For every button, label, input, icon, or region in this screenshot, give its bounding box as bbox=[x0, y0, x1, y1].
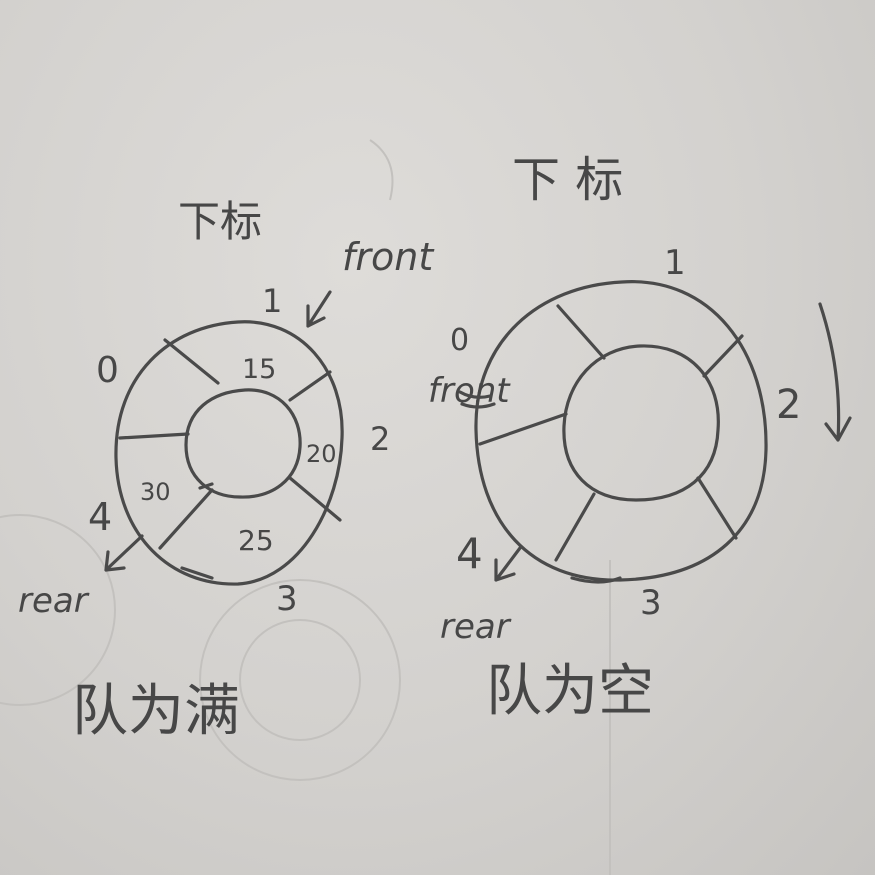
value-slot-4: 30 bbox=[140, 478, 171, 506]
index-0: 0 bbox=[96, 350, 119, 391]
front-label: front bbox=[342, 235, 435, 279]
empty-index-4: 4 bbox=[456, 529, 483, 578]
index-2: 2 bbox=[370, 420, 390, 458]
empty-queue-outer-ring bbox=[474, 280, 768, 582]
front-scribble bbox=[458, 390, 496, 409]
full-queue-values: 15 20 25 30 bbox=[140, 354, 337, 557]
empty-divider-slot-1-2 bbox=[702, 334, 744, 378]
front-arrow bbox=[306, 290, 332, 328]
empty-index-2: 2 bbox=[776, 382, 801, 428]
full-queue-title: 下标 bbox=[178, 197, 262, 246]
empty-divider-slot-0-1 bbox=[556, 304, 606, 360]
value-slot-2: 20 bbox=[306, 440, 337, 468]
index-1: 1 bbox=[262, 282, 282, 320]
full-queue-inner-ring bbox=[184, 388, 302, 499]
empty-index-1: 1 bbox=[664, 243, 686, 283]
rear-arrow bbox=[104, 534, 144, 572]
empty-index-0: 0 bbox=[450, 323, 469, 358]
full-queue-caption: 队为满 bbox=[72, 679, 240, 744]
empty-rear-label: rear bbox=[440, 607, 512, 647]
empty-queue-ring bbox=[474, 280, 768, 584]
divider-slot-0-1 bbox=[163, 338, 220, 385]
slot-3-tail bbox=[180, 566, 214, 580]
full-queue-ring bbox=[114, 320, 344, 586]
index-3: 3 bbox=[276, 579, 298, 619]
empty-front-label: front bbox=[428, 371, 511, 411]
empty-divider-slot-4-0 bbox=[478, 412, 568, 446]
empty-slot-3-tail bbox=[570, 576, 622, 584]
empty-queue-inner-ring bbox=[562, 344, 720, 502]
value-slot-3: 25 bbox=[238, 524, 274, 557]
empty-divider-slot-2-3 bbox=[696, 476, 738, 540]
divider-slot-4-0 bbox=[118, 432, 190, 440]
paper-show-through bbox=[0, 139, 611, 875]
empty-rear-arrow bbox=[494, 546, 522, 582]
rear-tick bbox=[198, 482, 214, 490]
full-queue-outer-ring bbox=[114, 320, 344, 586]
empty-queue-title: 下 标 bbox=[512, 152, 623, 208]
empty-queue-indices: 0 1 2 3 4 bbox=[450, 243, 801, 623]
value-slot-1: 15 bbox=[242, 354, 276, 385]
full-queue-diagram: 下标 15 20 25 30 0 1 2 3 4 front rear bbox=[18, 197, 435, 744]
full-queue-indices: 0 1 2 3 4 bbox=[88, 282, 390, 619]
divider-slot-1-2 bbox=[288, 370, 332, 402]
empty-divider-slot-3-4 bbox=[554, 492, 596, 562]
divider-slot-2-3 bbox=[288, 476, 342, 522]
index-4: 4 bbox=[88, 495, 112, 539]
empty-queue-diagram: 下 标 0 1 2 3 4 front rear 队为空 bbox=[428, 152, 852, 724]
direction-arrow bbox=[818, 302, 852, 442]
rear-label: rear bbox=[18, 581, 90, 621]
divider-slot-3-4 bbox=[158, 488, 214, 550]
empty-index-3: 3 bbox=[640, 583, 662, 623]
empty-queue-caption: 队为空 bbox=[486, 659, 654, 724]
